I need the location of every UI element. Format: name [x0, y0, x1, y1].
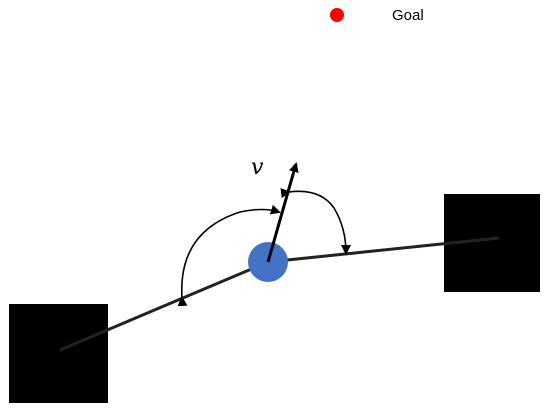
- line-to-right-obstacle: [267, 236, 500, 264]
- goal-label: Goal: [392, 7, 424, 24]
- angle-arc-right: [280, 188, 351, 255]
- angle-arc-left: [177, 204, 281, 307]
- goal-marker: [330, 8, 344, 22]
- velocity-arrow: [266, 162, 299, 263]
- obstacle-left: [9, 304, 108, 403]
- velocity-label: v: [251, 155, 264, 180]
